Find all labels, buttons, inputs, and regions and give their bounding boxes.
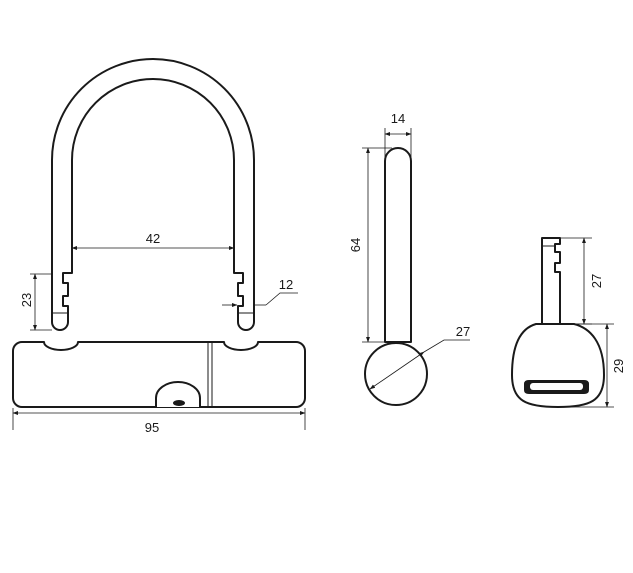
dimension-23-label: 23 — [19, 293, 34, 307]
dimension-64-label: 64 — [348, 238, 363, 252]
key-head-outline — [511, 323, 605, 408]
dimension-27-key-blade: 27 — [560, 237, 604, 325]
key-view — [511, 237, 605, 408]
lock-side-view — [364, 147, 428, 406]
dimension-27-diameter-label: 27 — [456, 324, 470, 339]
shackle-outline — [51, 58, 255, 331]
dimension-29: 29 — [560, 323, 626, 408]
dimension-64: 64 — [348, 147, 392, 343]
side-body-circle — [364, 342, 428, 406]
keyhole-slot — [173, 400, 185, 406]
dimension-42: 42 — [71, 231, 235, 250]
side-shackle-outline — [384, 147, 412, 343]
dimension-27-key-blade-label: 27 — [589, 274, 604, 288]
dimension-14-label: 14 — [391, 111, 405, 126]
key-blade-outline — [541, 237, 561, 325]
dimension-42-label: 42 — [146, 231, 160, 246]
dimension-27-diameter: 27 — [369, 324, 470, 390]
lock-body-front-view — [12, 341, 306, 408]
lock-body-outline — [12, 341, 306, 408]
dimension-12: 12 — [222, 277, 298, 307]
dimension-23: 23 — [19, 273, 52, 331]
dimension-95: 95 — [12, 408, 306, 435]
dimension-14: 14 — [384, 111, 412, 157]
dimension-12-label: 12 — [279, 277, 293, 292]
dimension-95-label: 95 — [145, 420, 159, 435]
shackle-front-view — [51, 58, 255, 331]
dimension-29-label: 29 — [611, 359, 626, 373]
keyhole-outline — [155, 381, 201, 407]
